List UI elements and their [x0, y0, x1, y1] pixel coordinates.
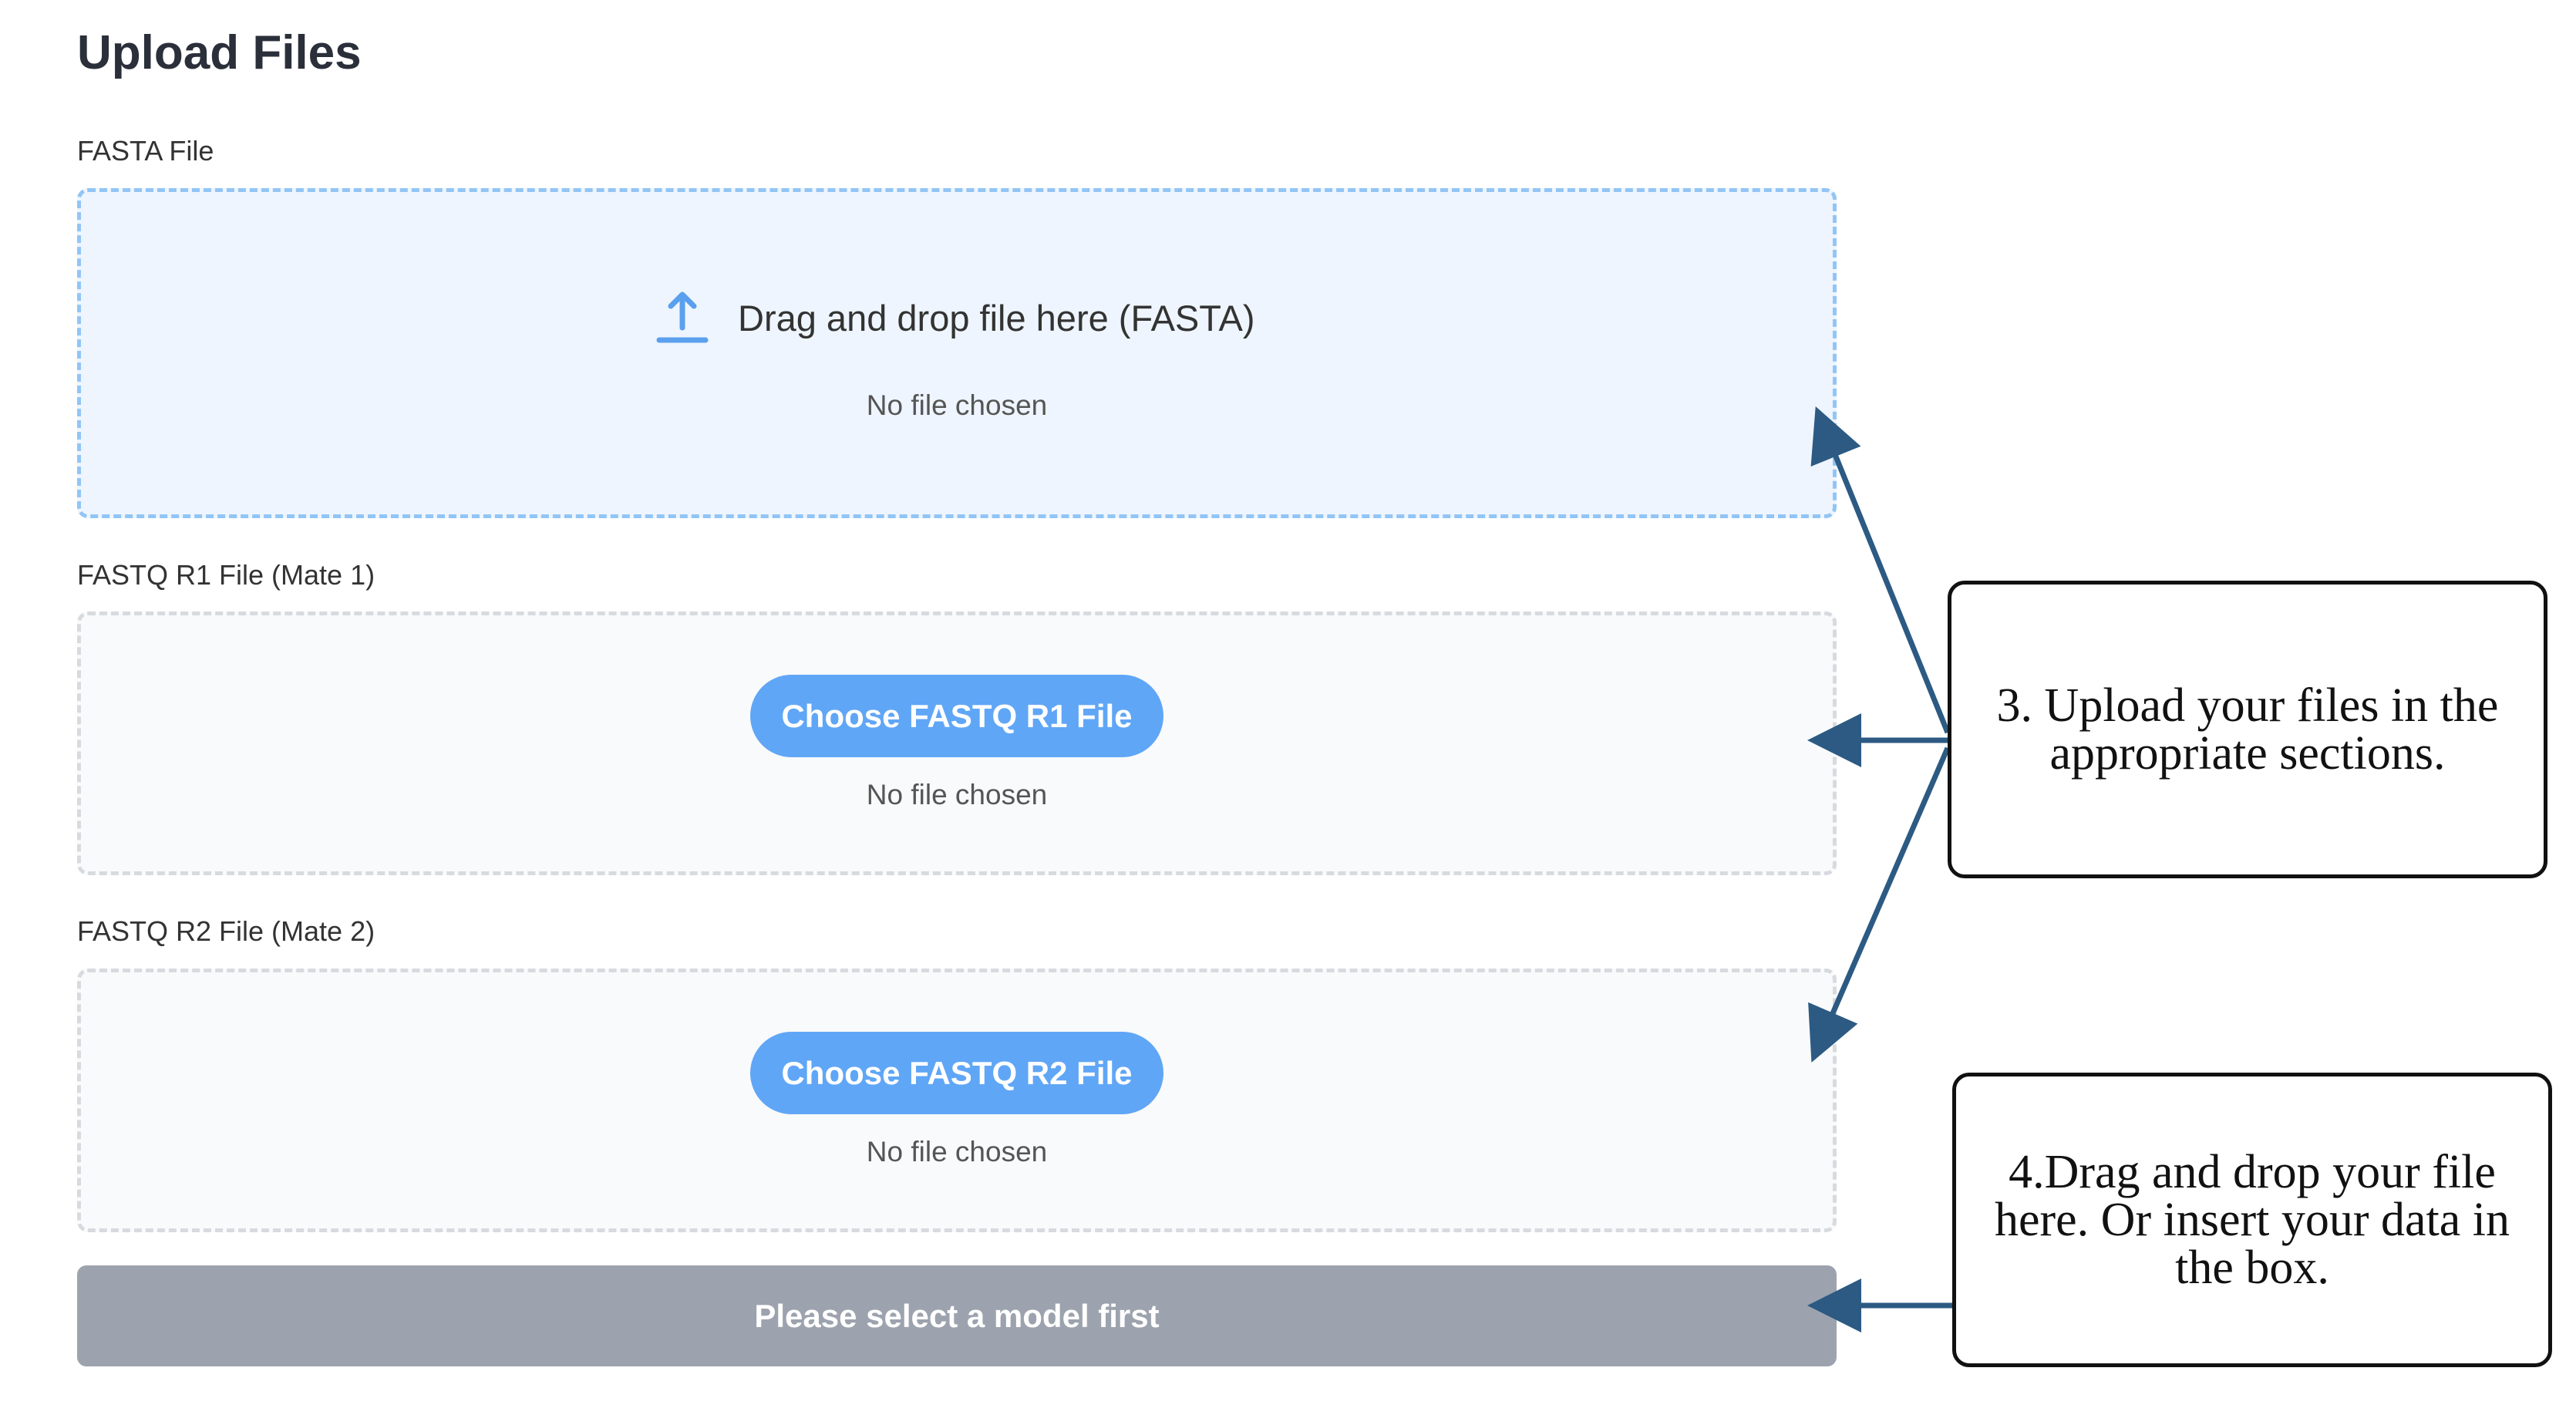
- step-4-callout: 4.Drag and drop your file here. Or inser…: [1952, 1073, 2552, 1367]
- page-title: Upload Files: [77, 26, 362, 79]
- fasta-label: FASTA File: [77, 135, 214, 167]
- step-3-callout: 3. Upload your files in the appropriate …: [1948, 581, 2547, 878]
- r2-file-status: No file chosen: [866, 1136, 1048, 1167]
- submit-button[interactable]: Please select a model first: [77, 1265, 1837, 1366]
- r2-drop-zone[interactable]: Choose FASTQ R2 File No file chosen: [77, 969, 1837, 1232]
- upload-icon: [656, 291, 709, 343]
- step-3-text: 3. Upload your files in the appropriate …: [1996, 679, 2499, 780]
- r1-label: FASTQ R1 File (Mate 1): [77, 559, 375, 591]
- fasta-file-status: No file chosen: [866, 389, 1048, 421]
- choose-r1-button[interactable]: Choose FASTQ R1 File: [750, 675, 1163, 757]
- arrow-to-fasta: [1810, 406, 1951, 734]
- r1-file-status: No file chosen: [866, 779, 1048, 810]
- fasta-drop-text: Drag and drop file here (FASTA): [738, 298, 1255, 339]
- fasta-drop-zone[interactable]: Drag and drop file here (FASTA) No file …: [77, 188, 1837, 518]
- choose-r2-button[interactable]: Choose FASTQ R2 File: [750, 1032, 1163, 1114]
- r2-label: FASTQ R2 File (Mate 2): [77, 915, 375, 947]
- step-4-text: 4.Drag and drop your file here. Or inser…: [1995, 1146, 2510, 1294]
- r1-drop-zone[interactable]: Choose FASTQ R1 File No file chosen: [77, 611, 1837, 875]
